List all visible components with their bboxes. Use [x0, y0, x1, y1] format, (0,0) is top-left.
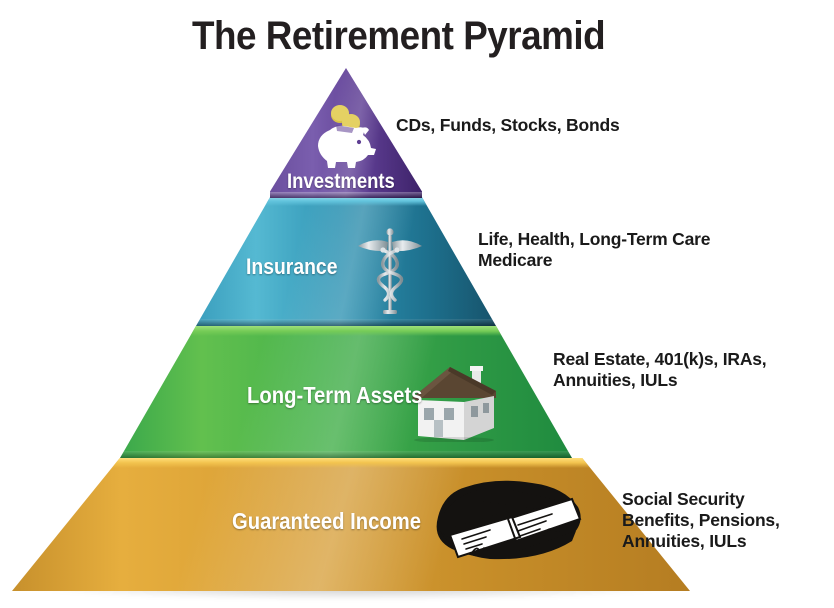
tier-label-investments: Investments	[287, 170, 395, 193]
page-title: The Retirement Pyramid	[191, 14, 606, 58]
caduceus-icon	[355, 226, 425, 318]
pyramid-tier-insurance[interactable]	[196, 197, 496, 326]
house-icon	[404, 358, 504, 443]
tier-face	[196, 197, 496, 326]
tier-base-shadow	[270, 192, 422, 198]
check-icon	[420, 473, 590, 565]
tier-base-shadow	[120, 451, 572, 458]
tier-label-long-term-assets: Long-Term Assets	[247, 382, 423, 408]
tier-top-highlight	[120, 326, 572, 336]
tier-top-highlight	[12, 458, 690, 468]
tier-face	[120, 326, 572, 458]
tier-top-highlight	[196, 197, 496, 206]
piggy-bank-icon	[310, 102, 382, 168]
tier-base-shadow	[196, 319, 496, 326]
callout-insurance: Life, Health, Long-Term Care Medicare	[478, 229, 711, 270]
callout-long-term-assets: Real Estate, 401(k)s, IRAs, Annuities, I…	[553, 349, 767, 390]
tier-label-guaranteed-income: Guaranteed Income	[232, 508, 421, 534]
tier-label-insurance: Insurance	[246, 254, 338, 279]
callout-investments: CDs, Funds, Stocks, Bonds	[396, 115, 620, 135]
pyramid-tier-long-term-assets[interactable]	[120, 326, 572, 458]
callout-guaranteed-income: Social Security Benefits, Pensions, Annu…	[622, 489, 780, 551]
